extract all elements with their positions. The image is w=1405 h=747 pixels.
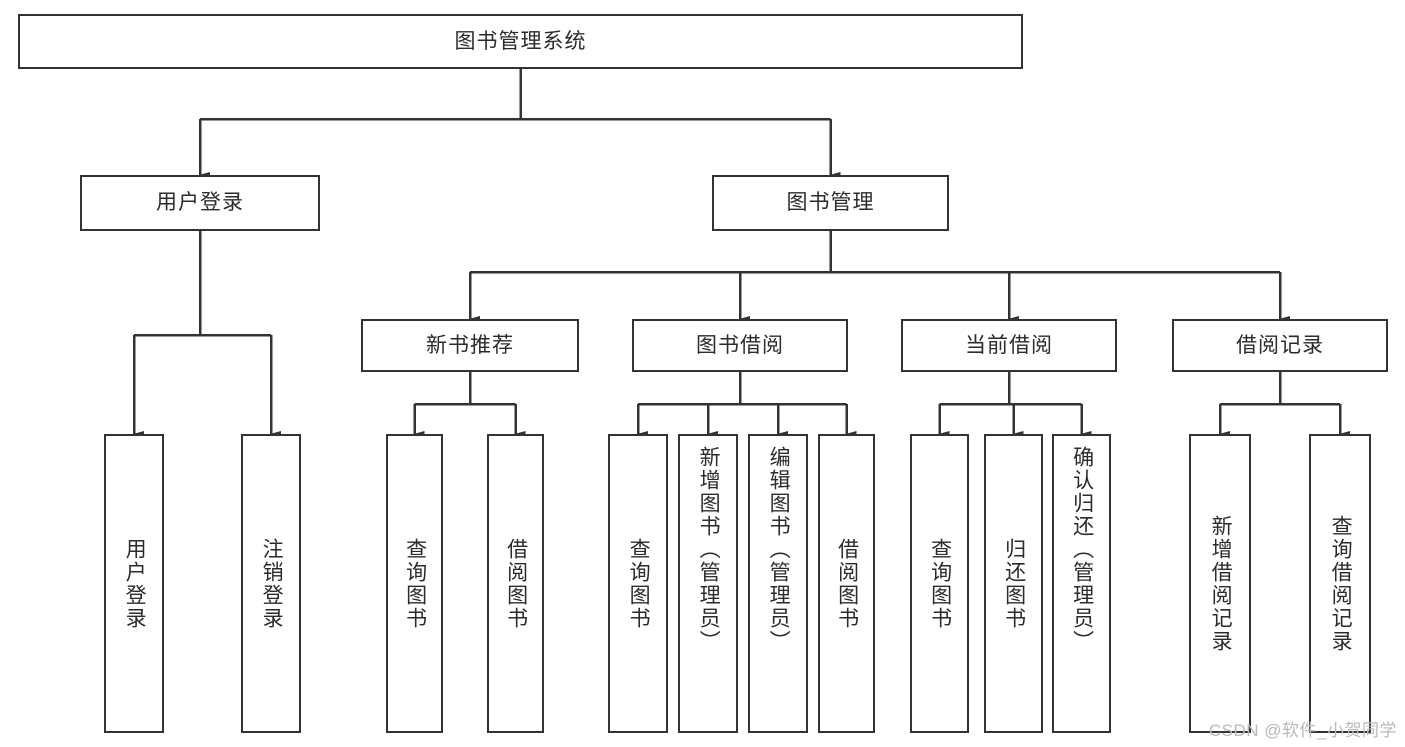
leaf-confirm-return-label: 确认归还（管理员）	[1070, 446, 1094, 653]
leaf-borrow-book-2-label: 借阅图书	[835, 537, 859, 630]
edges-group	[132, 69, 1350, 437]
leaf-query-book-1[interactable]: 查询图书	[386, 434, 443, 733]
node-current-borrow[interactable]: 当前借阅	[901, 319, 1117, 372]
node-user-login-label: 用户登录	[156, 191, 244, 215]
node-new-book-recommend-label: 新书推荐	[426, 333, 514, 357]
node-root[interactable]: 图书管理系统	[18, 14, 1023, 69]
leaf-borrow-book-1[interactable]: 借阅图书	[487, 434, 544, 733]
node-book-borrow[interactable]: 图书借阅	[632, 319, 848, 372]
leaf-user-login-label: 用户登录	[123, 537, 147, 630]
leaf-add-book[interactable]: 新增图书（管理员）	[678, 434, 738, 733]
leaf-confirm-return[interactable]: 确认归还（管理员）	[1052, 434, 1111, 733]
leaf-query-book-3[interactable]: 查询图书	[910, 434, 969, 733]
node-book-manage-label: 图书管理	[786, 191, 875, 215]
watermark-text: CSDN @软件_小贺同学	[1208, 721, 1397, 740]
node-root-label: 图书管理系统	[454, 29, 587, 53]
leaf-return-book[interactable]: 归还图书	[984, 434, 1043, 733]
leaf-query-book-1-label: 查询图书	[403, 537, 427, 630]
leaf-query-borrow-record[interactable]: 查询借阅记录	[1309, 434, 1371, 733]
leaf-query-book-2-label: 查询图书	[627, 537, 651, 630]
leaf-query-book-2[interactable]: 查询图书	[608, 434, 668, 733]
node-borrow-record-label: 借阅记录	[1236, 333, 1324, 357]
leaf-borrow-book-1-label: 借阅图书	[504, 537, 528, 630]
node-current-borrow-label: 当前借阅	[965, 333, 1053, 357]
leaf-add-borrow-record-label: 新增借阅记录	[1209, 514, 1233, 653]
leaf-edit-book[interactable]: 编辑图书（管理员）	[748, 434, 808, 733]
node-new-book-recommend[interactable]: 新书推荐	[361, 319, 579, 372]
leaf-add-book-label: 新增图书（管理员）	[697, 446, 721, 653]
node-book-borrow-label: 图书借阅	[696, 333, 784, 357]
leaf-user-login[interactable]: 用户登录	[104, 434, 164, 733]
leaf-query-borrow-record-label: 查询借阅记录	[1329, 514, 1353, 653]
node-borrow-record[interactable]: 借阅记录	[1172, 319, 1388, 372]
node-book-manage[interactable]: 图书管理	[712, 175, 949, 231]
leaf-return-book-label: 归还图书	[1002, 537, 1026, 630]
leaf-logout-label: 注销登录	[260, 537, 284, 630]
leaf-query-book-3-label: 查询图书	[928, 537, 952, 630]
leaf-edit-book-label: 编辑图书（管理员）	[767, 446, 791, 653]
node-user-login[interactable]: 用户登录	[80, 175, 320, 231]
leaf-add-borrow-record[interactable]: 新增借阅记录	[1189, 434, 1251, 733]
leaf-logout[interactable]: 注销登录	[241, 434, 301, 733]
leaf-borrow-book-2[interactable]: 借阅图书	[818, 434, 875, 733]
